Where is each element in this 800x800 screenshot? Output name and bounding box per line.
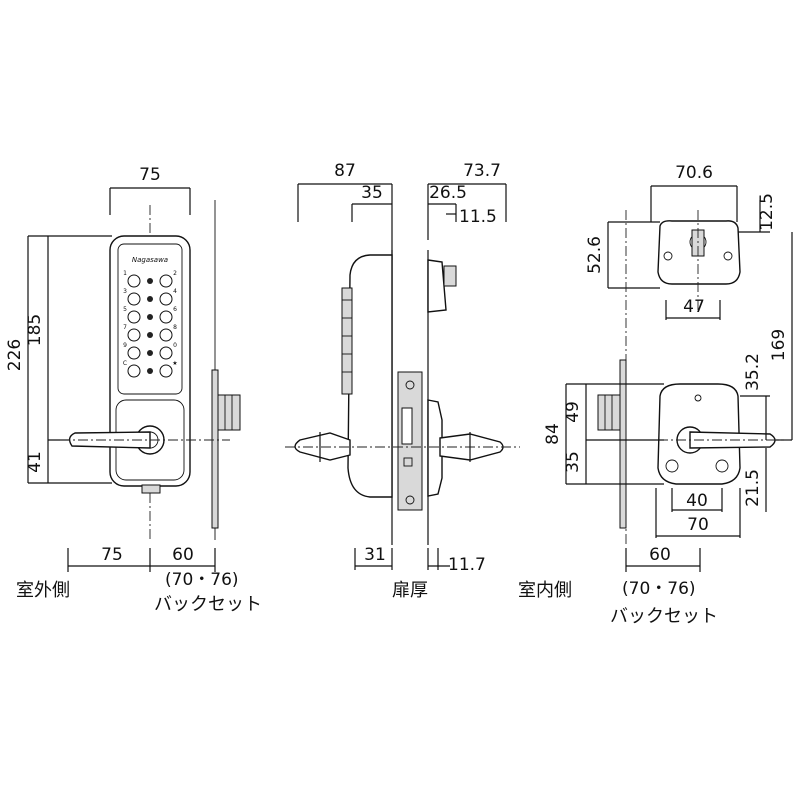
keypad-key xyxy=(127,346,141,360)
inside-view: 70.6 12.5 52.6 47 169 xyxy=(518,163,793,627)
outside-view: 75 226 185 41 Nagasawa xyxy=(5,165,262,615)
key-label-right: 2 xyxy=(173,270,177,277)
key-label-right: 8 xyxy=(173,324,177,331)
inside-lower-lower-dim: 35 xyxy=(563,451,583,473)
outside-upper-height-dim: 185 xyxy=(25,314,45,346)
key-label-left: C xyxy=(123,360,127,367)
keypad-brand: Nagasawa xyxy=(132,256,168,264)
inside-lower-upper-dim: 49 xyxy=(563,401,583,423)
key-label-left: 1 xyxy=(123,270,127,277)
inside-lever-drop-dim: 21.5 xyxy=(743,469,763,507)
side-bottom-left-dim: 31 xyxy=(364,545,386,565)
outside-view-label: 室外側 xyxy=(16,580,70,601)
inside-lever-offset-dim: 35.2 xyxy=(743,353,763,391)
side-outer-body-dim: 35 xyxy=(361,183,383,203)
side-inner-body-dim: 26.5 xyxy=(429,183,467,203)
inside-view-label: 室内側 xyxy=(518,580,572,601)
outside-total-height-dim: 226 xyxy=(5,339,25,371)
key-label-right: ★ xyxy=(172,360,177,367)
outside-lower-height-dim: 41 xyxy=(25,451,45,473)
side-bottom-right-dim: 11.7 xyxy=(448,555,486,575)
inside-top-offset-dim: 12.5 xyxy=(757,193,777,231)
inside-top-height-dim: 52.6 xyxy=(585,236,605,274)
key-label-left: 7 xyxy=(123,324,127,331)
key-label-right: 6 xyxy=(173,306,177,313)
keypad-key xyxy=(159,292,173,306)
key-label-right: 4 xyxy=(173,288,177,295)
outside-bottom-left-dim: 75 xyxy=(101,545,123,565)
keypad-key xyxy=(127,292,141,306)
side-outer-lever xyxy=(294,432,351,461)
keypad-key xyxy=(159,364,173,378)
side-inner-small-dim: 11.5 xyxy=(459,207,497,227)
outside-backset-label: バックセット xyxy=(154,594,262,615)
side-inner-body xyxy=(427,259,447,313)
outside-width-dim: 75 xyxy=(139,165,161,185)
door-thickness-label: 扉厚 xyxy=(392,580,428,601)
side-outer-proj-dim: 87 xyxy=(334,161,356,181)
keypad-right-column xyxy=(159,274,173,378)
keypad-key xyxy=(159,346,173,360)
key-label-left: 5 xyxy=(123,306,127,313)
inside-backset-note: (70・76) xyxy=(622,579,696,599)
inside-bottom-hole-dim: 40 xyxy=(686,491,708,511)
inside-backset-label: バックセット xyxy=(610,606,718,627)
keypad-key xyxy=(127,364,141,378)
keypad-center-marks xyxy=(147,278,153,374)
inside-bottom-width-dim: 70 xyxy=(687,515,709,535)
keypad-left-column xyxy=(127,274,141,378)
keypad-key xyxy=(127,274,141,288)
key-label-left: 9 xyxy=(123,342,127,349)
key-label-left: 3 xyxy=(123,288,127,295)
keypad-key xyxy=(127,310,141,324)
outside-backset-note: (70・76) xyxy=(165,570,239,590)
inside-center-span-dim: 169 xyxy=(769,329,789,361)
inside-top-hole-dim: 47 xyxy=(683,297,705,317)
inside-backset-dim: 60 xyxy=(649,545,671,565)
inside-lower-total-dim: 84 xyxy=(543,423,563,445)
keypad-key xyxy=(159,310,173,324)
inside-top-width-dim: 70.6 xyxy=(675,163,713,183)
side-inner-proj-dim: 73.7 xyxy=(463,161,501,181)
side-view: 87 35 73.7 26.5 11.5 xyxy=(285,161,520,601)
outside-bottom-right-dim: 60 xyxy=(172,545,194,565)
key-label-right: 0 xyxy=(173,342,177,349)
keypad-key xyxy=(159,274,173,288)
side-outer-body xyxy=(347,254,393,498)
keypad-key xyxy=(159,328,173,342)
keypad-key xyxy=(127,328,141,342)
